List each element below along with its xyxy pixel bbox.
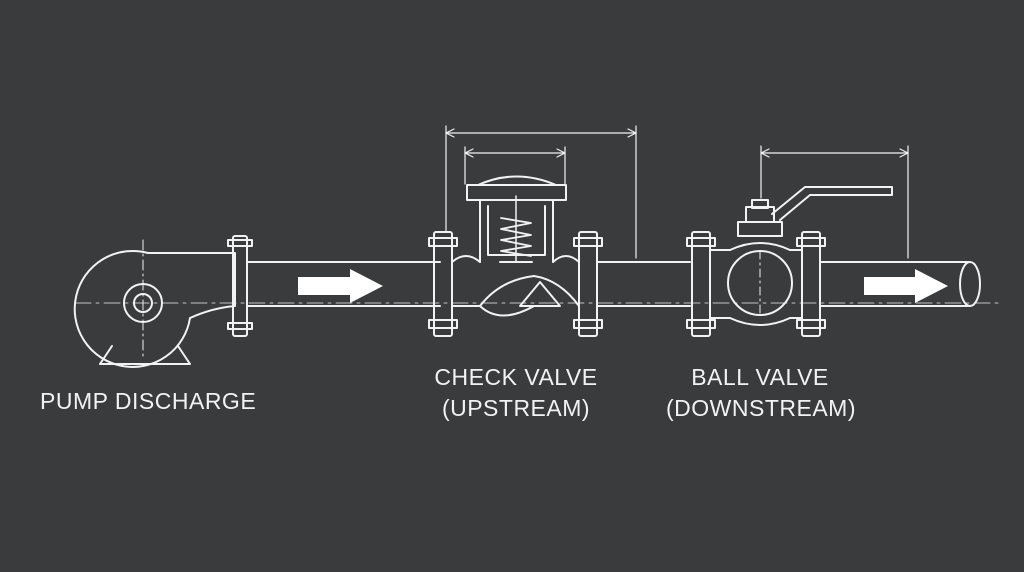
check-valve-label: CHECK VALVE (UPSTREAM): [430, 362, 602, 424]
centrifugal-pump-icon: [73, 235, 441, 368]
check-valve-label-text: CHECK VALVE: [434, 364, 598, 390]
ball-valve-icon: [686, 186, 893, 337]
pipe-segment: [819, 261, 981, 307]
check-valve-position-text: (UPSTREAM): [441, 395, 591, 421]
ball-valve-label-text: BALL VALVE: [691, 364, 829, 390]
flow-direction-arrow-icon: [298, 269, 383, 303]
spring-check-valve-icon: [428, 175, 603, 337]
ball-valve-label: BALL VALVE (DOWNSTREAM): [666, 362, 856, 424]
pump-label: PUMP DISCHARGE: [40, 386, 257, 417]
flow-direction-arrow-icon: [864, 269, 948, 303]
dimension-lines: [445, 125, 909, 259]
pump-label-text: PUMP DISCHARGE: [40, 388, 257, 414]
pipe-segment: [596, 261, 691, 307]
ball-valve-position-text: (DOWNSTREAM): [666, 395, 856, 421]
